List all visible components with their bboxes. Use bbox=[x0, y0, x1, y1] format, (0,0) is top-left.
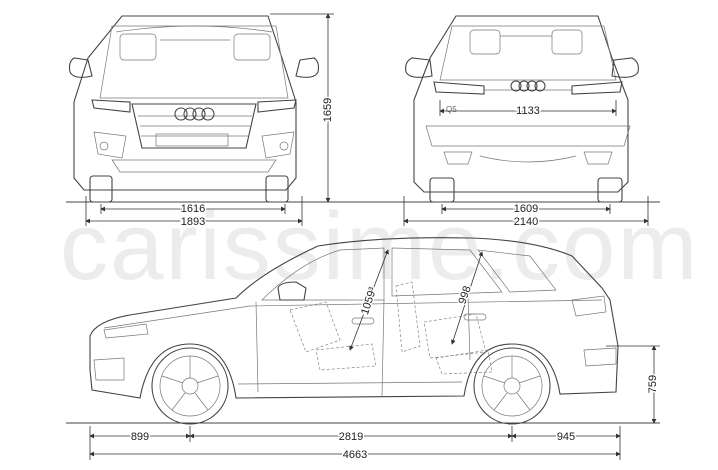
loading-width-label: 1133 bbox=[516, 105, 540, 117]
rear-track-width-label: 1609 bbox=[514, 203, 538, 215]
front-view bbox=[68, 15, 320, 203]
rear-view: Q5 bbox=[405, 15, 639, 203]
front-overhang-label: 899 bbox=[131, 431, 149, 443]
side-height-label: 759 bbox=[647, 375, 659, 393]
width-with-mirrors-label: 2140 bbox=[514, 216, 538, 228]
length-dimensions: 899 2819 945 4663 bbox=[89, 426, 621, 463]
wheelbase-label: 2819 bbox=[339, 431, 363, 443]
rear-overhang-label: 945 bbox=[557, 431, 575, 443]
front-dimensions: 1616 1893 1659 bbox=[85, 13, 336, 230]
side-interior-dimensions: 1059³ 998 bbox=[349, 249, 484, 351]
svg-text:Q5: Q5 bbox=[446, 105, 457, 114]
front-overall-width-label: 1893 bbox=[181, 216, 205, 228]
side-height-dimension: 759 bbox=[606, 345, 661, 424]
side-view bbox=[89, 237, 619, 425]
rear-headroom-dim-line bbox=[450, 251, 484, 345]
front-track-width-label: 1616 bbox=[181, 203, 205, 215]
overall-length-label: 4663 bbox=[343, 449, 367, 461]
front-headroom-label: 1059³ bbox=[359, 286, 379, 317]
front-headroom-dim-line bbox=[349, 249, 389, 351]
rear-dimensions: 1133 1609 2140 bbox=[403, 100, 649, 230]
vehicle-height-label: 1659 bbox=[322, 98, 334, 122]
